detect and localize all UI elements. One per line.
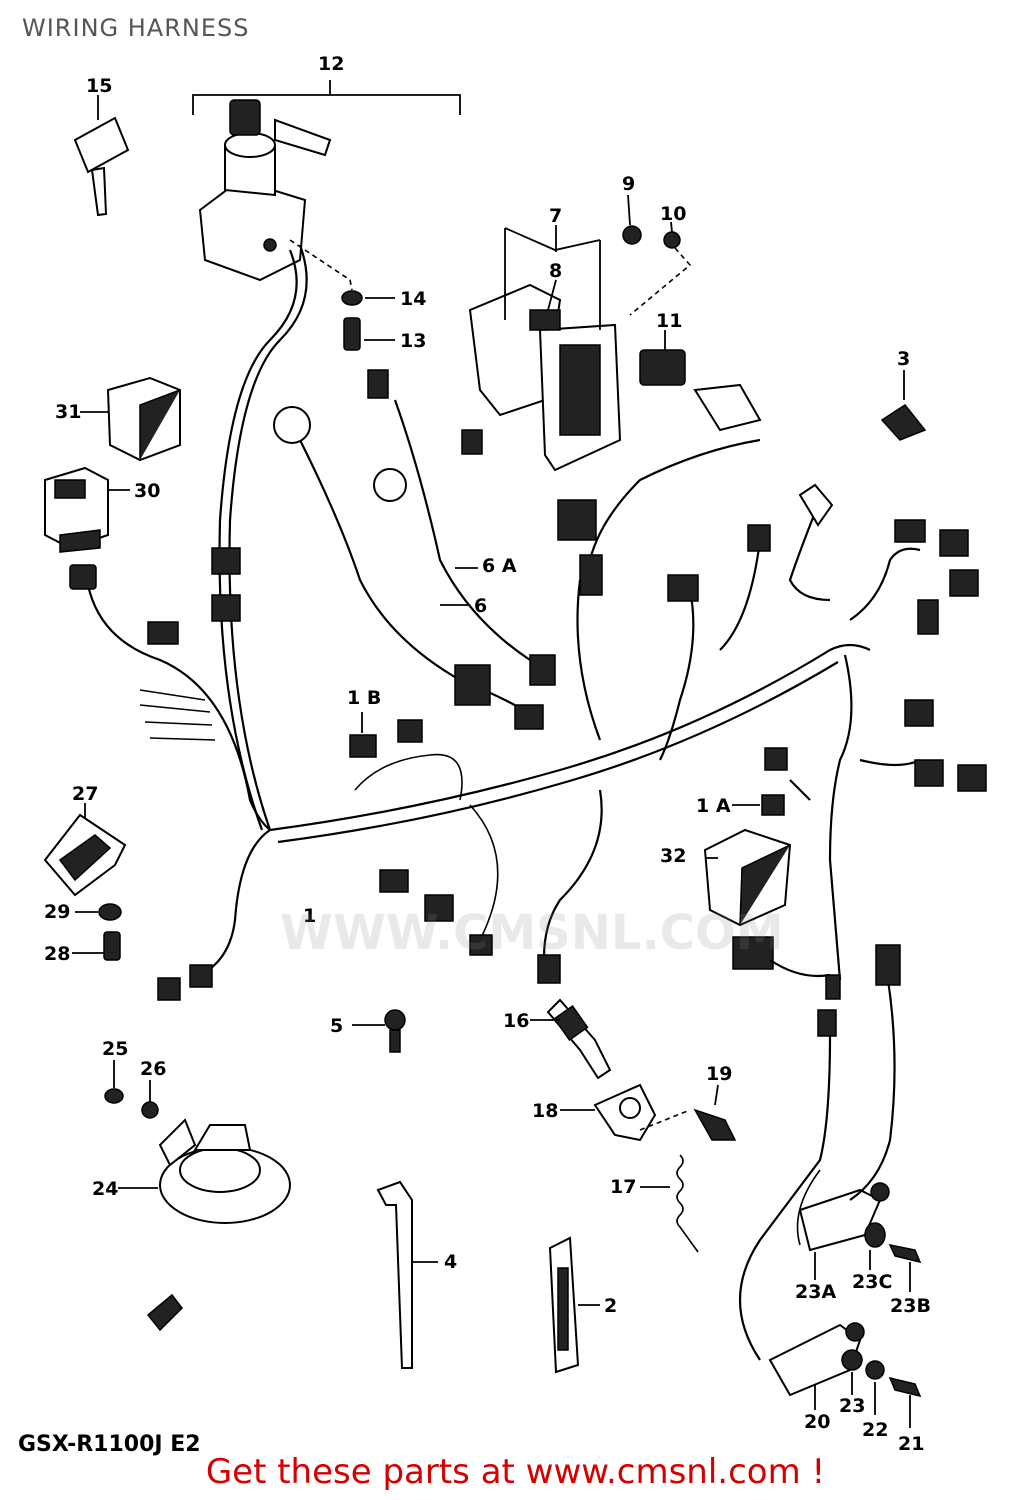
band-4[interactable]: [376, 1180, 438, 1369]
connector-1b[interactable]: [349, 712, 377, 758]
wiring-harness-1[interactable]: [69, 244, 987, 1361]
regulator-cover-7[interactable]: [468, 225, 622, 472]
watermark: WWW.CMSNL.COM: [280, 905, 784, 961]
connector-1a[interactable]: [732, 794, 785, 816]
nut-14[interactable]: [341, 290, 395, 306]
callout-23: 23: [839, 1395, 865, 1417]
washer-23c[interactable]: [864, 1222, 886, 1270]
callout-32: 32: [660, 845, 686, 867]
key-15[interactable]: [73, 95, 130, 217]
spring-17[interactable]: [640, 1154, 699, 1253]
screw-28[interactable]: [72, 931, 121, 961]
callout-26: 26: [140, 1058, 166, 1080]
callout-31: 31: [55, 401, 81, 423]
bracket-12: [192, 80, 461, 115]
callout-24: 24: [92, 1178, 118, 1200]
screw-13[interactable]: [343, 317, 395, 351]
bolt-25[interactable]: [104, 1060, 124, 1104]
clamp-3[interactable]: [880, 370, 927, 441]
bracket-18[interactable]: [560, 1083, 691, 1142]
nut-26[interactable]: [141, 1080, 159, 1119]
callout-7: 7: [549, 205, 562, 227]
front-arrow-icon: [146, 1293, 183, 1332]
callout-13: 13: [400, 330, 426, 352]
callout-27: 27: [72, 783, 98, 805]
callout-23a: 23A: [795, 1281, 836, 1303]
callout-15: 15: [86, 75, 112, 97]
switch-30[interactable]: [44, 466, 130, 553]
nut-29[interactable]: [75, 903, 122, 921]
callout-14: 14: [400, 288, 426, 310]
callout-25: 25: [102, 1038, 128, 1060]
callout-22: 22: [862, 1419, 888, 1441]
callout-1b: 1 B: [347, 687, 381, 709]
callout-17: 17: [610, 1176, 636, 1198]
tie-2[interactable]: [548, 1236, 600, 1374]
callout-1a: 1 A: [696, 795, 731, 817]
clamp-27[interactable]: [43, 803, 127, 897]
callout-23b: 23B: [890, 1295, 931, 1317]
relay-32[interactable]: [703, 828, 792, 927]
callout-1: 1: [303, 905, 316, 927]
relay-31[interactable]: [80, 376, 181, 462]
footer-link[interactable]: Get these parts at www.cmsnl.com !: [205, 1452, 826, 1492]
callout-6a: 6 A: [482, 555, 517, 577]
model-code: GSX-R1100J E2: [18, 1432, 201, 1457]
callout-12: 12: [318, 53, 344, 75]
connector-8[interactable]: [529, 279, 561, 331]
bolt-9[interactable]: [622, 194, 642, 245]
screw-5[interactable]: [352, 1009, 406, 1053]
callout-19: 19: [706, 1063, 732, 1085]
washer-23[interactable]: [841, 1349, 863, 1395]
callout-3: 3: [897, 348, 910, 370]
ignition-switch[interactable]: [198, 99, 332, 282]
callout-30: 30: [134, 480, 160, 502]
callout-28: 28: [44, 943, 70, 965]
washer-22[interactable]: [865, 1360, 885, 1415]
nut-10[interactable]: [629, 221, 692, 316]
callout-6: 6: [474, 595, 487, 617]
wiring-diagram: 12 15 14 13 7 8 9 10 11 3 31 30 6 A 6 1 …: [43, 53, 987, 1450]
callout-10: 10: [660, 203, 686, 225]
sensor-16[interactable]: [530, 998, 612, 1080]
page-title: WIRING HARNESS: [22, 14, 250, 42]
callout-18: 18: [532, 1100, 558, 1122]
bolt-19[interactable]: [693, 1084, 737, 1141]
screw-23b[interactable]: [888, 1243, 922, 1292]
switch-23a[interactable]: [798, 1182, 890, 1280]
connector-11[interactable]: [639, 330, 762, 432]
callout-11: 11: [656, 310, 682, 332]
screw-21[interactable]: [888, 1376, 922, 1428]
horn-24[interactable]: [118, 1118, 291, 1224]
callout-5: 5: [330, 1015, 343, 1037]
callout-29: 29: [44, 901, 70, 923]
callout-23c: 23C: [852, 1271, 892, 1293]
callout-21: 21: [898, 1433, 924, 1450]
callout-16: 16: [503, 1010, 529, 1032]
callout-8: 8: [549, 260, 562, 282]
callout-4: 4: [444, 1251, 457, 1273]
callout-20: 20: [804, 1411, 830, 1433]
callout-9: 9: [622, 173, 635, 195]
callout-2: 2: [604, 1295, 617, 1317]
